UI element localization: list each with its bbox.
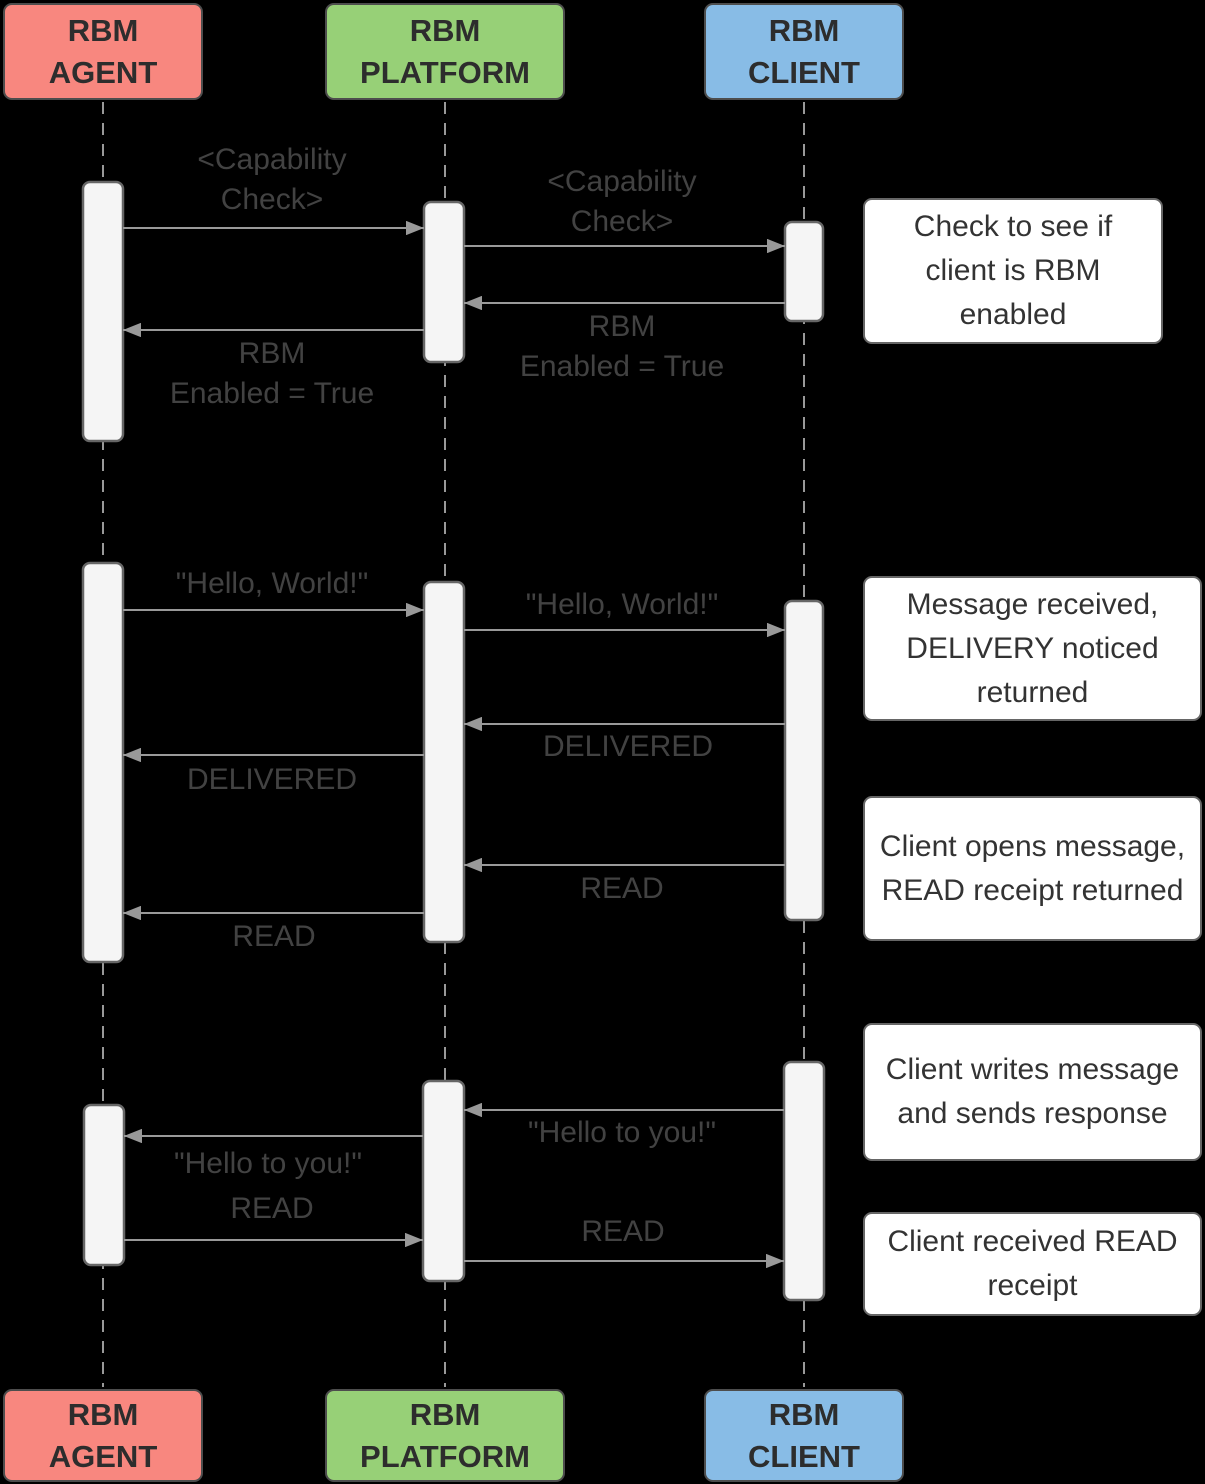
message-label-capability-right: <Capability Check>: [547, 165, 697, 238]
message-label-hellotoyou-left: "Hello to you!": [173, 1147, 363, 1180]
activation-bar-platform-2: [422, 580, 466, 944]
actor-box-rbm-client-bottom: RBM CLIENT: [704, 1389, 904, 1482]
message-label-helloworld-right: "Hello, World!": [525, 588, 719, 621]
actor-box-rbm-agent-bottom: RBM AGENT: [3, 1389, 203, 1482]
note-capability-check: Check to see if client is RBM enabled: [863, 198, 1163, 344]
actor-box-rbm-platform-bottom: RBM PLATFORM: [325, 1389, 565, 1482]
message-label-delivered-left: DELIVERED: [186, 763, 358, 796]
note-client-response: Client writes message and sends response: [863, 1023, 1202, 1161]
message-label-enabled-right: RBM Enabled = True: [519, 310, 725, 383]
activation-bar-platform-1: [422, 200, 466, 364]
note-delivery-notice: Message received, DELIVERY noticed retur…: [863, 576, 1202, 721]
actor-box-rbm-agent-top: RBM AGENT: [3, 3, 203, 100]
message-label-read-left-2: READ: [230, 1192, 314, 1225]
activation-bar-client-2: [783, 599, 825, 922]
message-label-read-right-2: READ: [581, 1215, 665, 1248]
activation-bar-client-1: [783, 220, 825, 323]
activation-bar-platform-3: [421, 1079, 466, 1283]
message-label-helloworld-left: "Hello, World!": [175, 567, 369, 600]
activation-bar-agent-1: [81, 180, 125, 443]
message-label-capability-left: <Capability Check>: [197, 143, 347, 216]
activation-bar-client-3: [782, 1060, 826, 1302]
activation-bar-agent-2: [81, 561, 125, 964]
message-label-read-right-1: READ: [580, 872, 664, 905]
actor-box-rbm-client-top: RBM CLIENT: [704, 3, 904, 100]
activation-bar-agent-3: [82, 1103, 126, 1267]
message-label-enabled-left: RBM Enabled = True: [169, 337, 375, 410]
actor-box-rbm-platform-top: RBM PLATFORM: [325, 3, 565, 100]
message-label-hellotoyou-right: "Hello to you!": [527, 1116, 717, 1149]
message-label-delivered-right: DELIVERED: [542, 730, 714, 763]
note-read-receipt: Client opens message, READ receipt retur…: [863, 796, 1202, 941]
message-label-read-left-1: READ: [232, 920, 316, 953]
note-client-read: Client received READ receipt: [863, 1212, 1202, 1316]
